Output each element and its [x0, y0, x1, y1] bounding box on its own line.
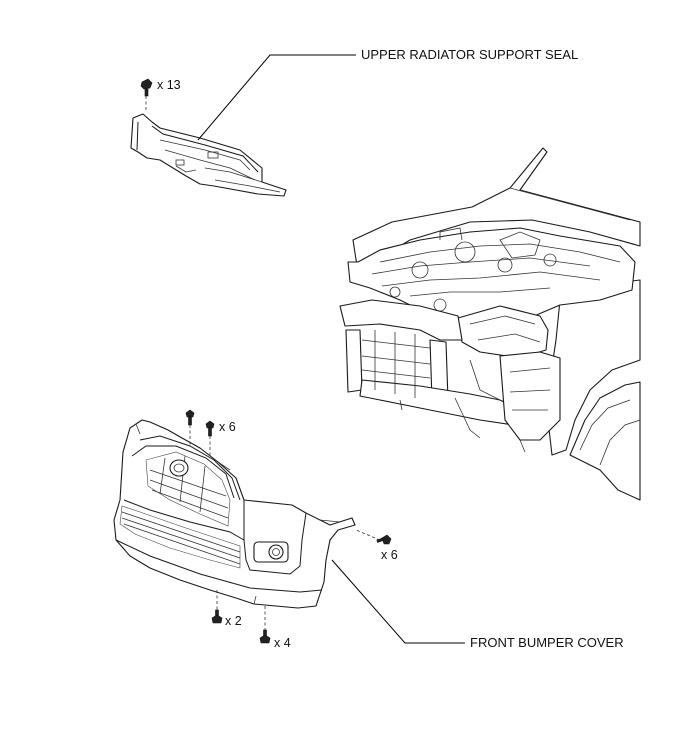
front-bumper-cover-label: FRONT BUMPER COVER	[470, 635, 624, 650]
bumper-leader-line	[331, 559, 465, 644]
top-clip-icon	[205, 420, 215, 437]
side-screw-icon	[376, 534, 392, 545]
lower-left-clip-quantity: x 2	[225, 614, 242, 628]
top-clip-icon	[185, 409, 195, 426]
lower-clip-icon	[259, 629, 271, 644]
lower-left-clip-icon	[211, 609, 223, 624]
upper-radiator-support-seal-label: UPPER RADIATOR SUPPORT SEAL	[361, 47, 578, 62]
side-screw-quantity: x 6	[381, 548, 398, 562]
top-clip-quantity: x 6	[219, 420, 236, 434]
seal-clip-quantity: x 13	[157, 78, 181, 92]
upper-radiator-support-seal-part	[130, 113, 287, 197]
front-bumper-cover-part	[113, 419, 356, 609]
lower-clip-quantity: x 4	[274, 636, 291, 650]
vehicle-front-illustration	[339, 147, 641, 501]
seal-leader-line	[197, 54, 356, 141]
seal-clip-icon	[140, 78, 153, 97]
